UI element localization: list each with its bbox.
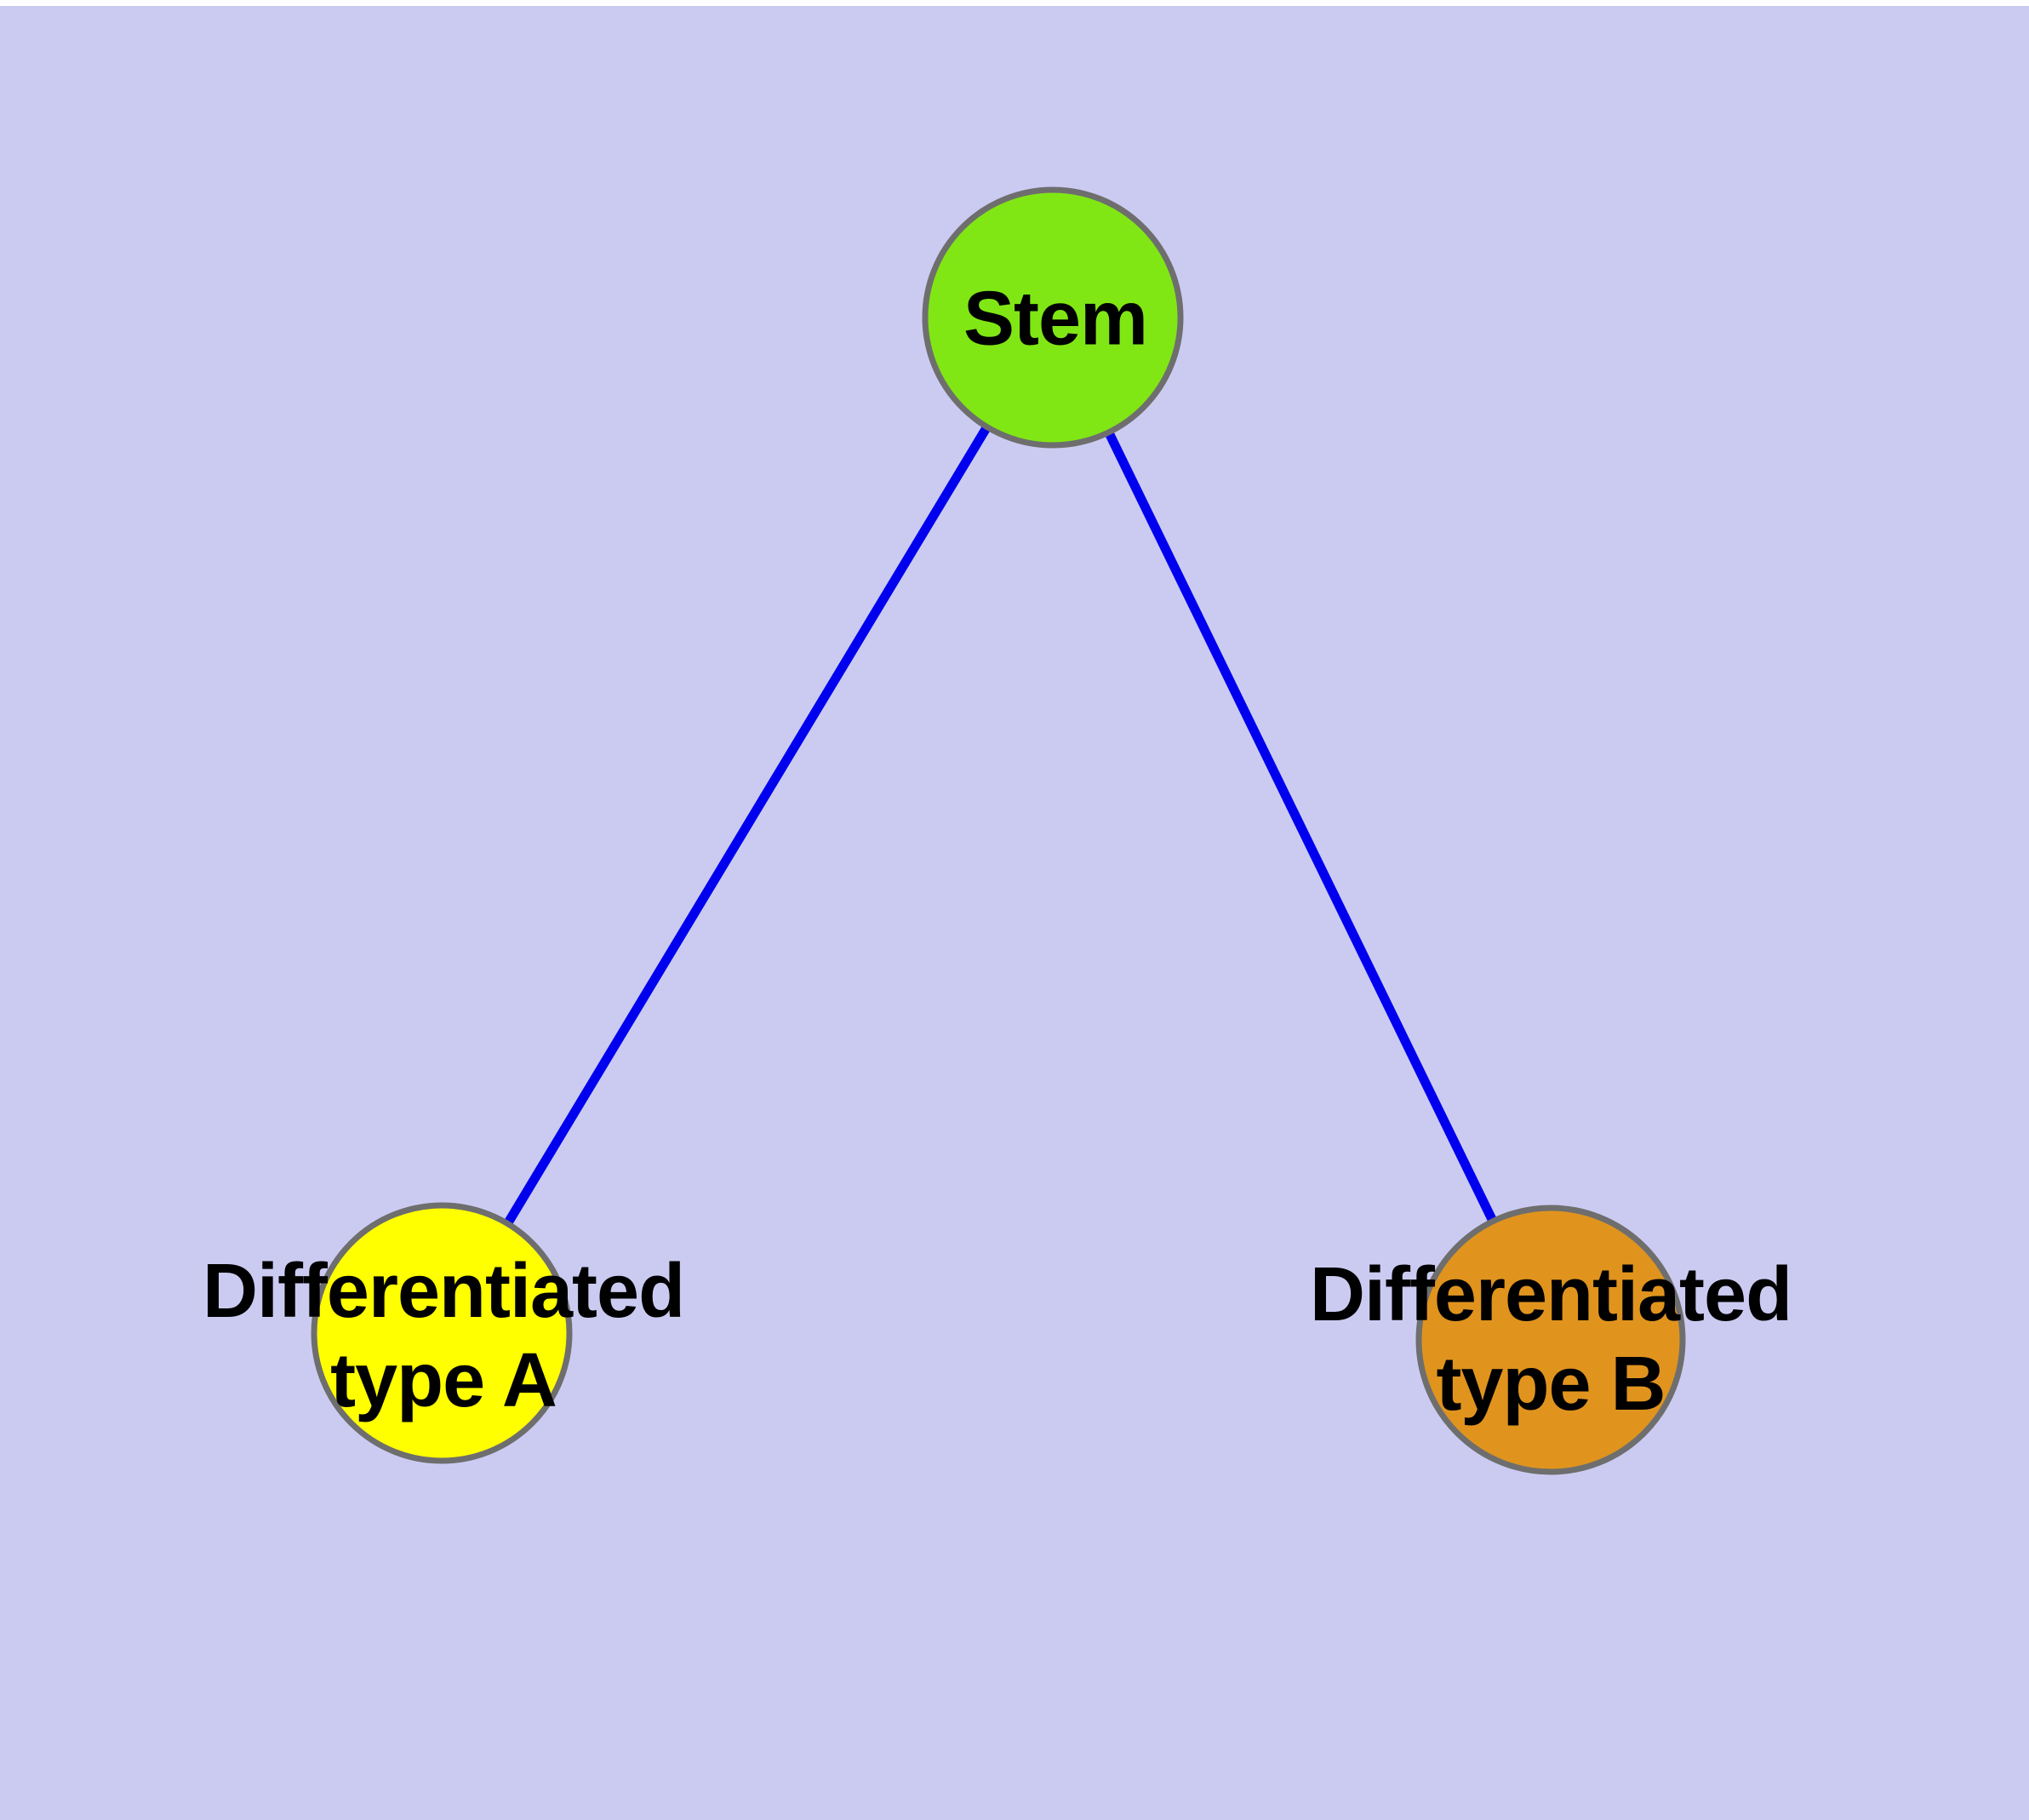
edge-stem-to-type-b[interactable]: [1049, 315, 1555, 1342]
stem-node-circle[interactable]: [922, 186, 1184, 449]
type-a-node-circle[interactable]: [311, 1202, 573, 1464]
type-b-node-circle[interactable]: [1415, 1205, 1686, 1475]
top-edge-strip: [0, 0, 2029, 6]
edge-stem-to-type-a[interactable]: [437, 315, 1057, 1336]
